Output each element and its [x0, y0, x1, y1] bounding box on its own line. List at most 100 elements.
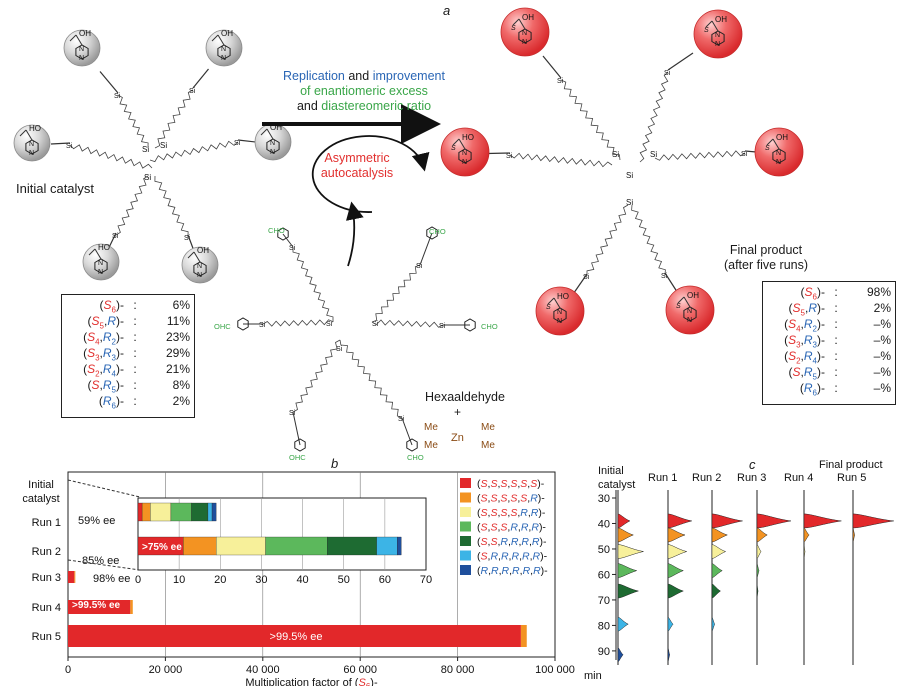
- bond: [237, 139, 256, 143]
- bond: [94, 248, 102, 260]
- arrow-caption: Replication and improvement of enantiome…: [266, 69, 462, 114]
- final-table-row: (S,R5)-:–%: [763, 364, 895, 381]
- alkyl-chain: [631, 204, 666, 276]
- bond: [217, 34, 225, 46]
- inset-tick-label: 70: [420, 574, 432, 586]
- nitrogen-atom: N: [715, 41, 720, 48]
- hplc-peak: [852, 513, 894, 529]
- y-tick-label: 90: [598, 646, 610, 658]
- y-tick-label: 50: [598, 544, 610, 556]
- inset-bar-segment: [211, 502, 217, 522]
- zoom-line: [67, 479, 141, 498]
- silicon-atom: Si: [398, 416, 405, 423]
- final-table-colon: :: [834, 333, 838, 347]
- legend-swatch: [460, 478, 471, 488]
- hplc-peak: [803, 513, 842, 529]
- nitrogen-atom: N: [462, 159, 467, 166]
- legend-swatch: [460, 521, 471, 532]
- inset-bar-segment: [397, 536, 402, 556]
- legend-label: (S,S,S,S,S,S)-: [477, 478, 545, 490]
- inset-bar-segment: [137, 502, 143, 522]
- x-tick-label: 0: [65, 664, 71, 676]
- bond: [69, 34, 77, 42]
- x-tick-label: 80 000: [441, 664, 475, 676]
- nitrogen-atom: N: [221, 55, 226, 62]
- column-header: Run 2: [692, 472, 721, 484]
- caption-and-2: and: [296, 99, 318, 113]
- final-table-row: (S5,R)-:2%: [763, 300, 895, 317]
- hexaaldehyde-label: Hexaaldehyde: [425, 390, 505, 404]
- bar-segment: [130, 600, 133, 614]
- hydroxyl-label: HO: [557, 292, 569, 301]
- bar-annotation: 85% ee: [82, 555, 119, 567]
- column-header: Run 3: [737, 472, 766, 484]
- legend-label: (S,S,S,S,S,R)-: [477, 493, 545, 505]
- nitrogen-atom: N: [522, 30, 527, 37]
- pyrimidine-ring: [75, 44, 89, 60]
- caption-and-1: and: [348, 69, 370, 83]
- legend-swatch: [460, 565, 471, 575]
- final-table-isomer: (R6)-: [799, 381, 825, 398]
- red-ball: [535, 286, 585, 336]
- initial-table-colon: :: [133, 298, 137, 312]
- hplc-peak: [711, 616, 716, 632]
- alkyl-chain: [292, 339, 341, 413]
- hydroxyl-label: OH: [197, 246, 209, 255]
- hplc-peak: [667, 616, 674, 632]
- bar-segment: [68, 571, 75, 583]
- inset-tick-label: 50: [338, 574, 350, 586]
- alkyl-chain: [69, 144, 153, 169]
- silicon-core: Si: [160, 141, 167, 150]
- final-table-row: (R6)-:–%: [763, 380, 895, 398]
- caption-ee: of enantiomeric excess: [300, 84, 428, 98]
- silicon-atom: Si: [259, 322, 266, 329]
- bond: [211, 34, 219, 42]
- caption-improvement: improvement: [372, 69, 445, 83]
- bond: [19, 129, 27, 137]
- stereo-label: S: [676, 303, 681, 310]
- column-header: Run 5: [837, 472, 866, 484]
- bond: [542, 55, 562, 79]
- hplc-peak: [852, 527, 855, 543]
- hplc-peak: [617, 544, 644, 559]
- silicon-core: Si: [336, 346, 343, 353]
- bond: [512, 18, 520, 26]
- initial-table-percent: 2%: [172, 394, 190, 408]
- alkyl-chain: [115, 175, 149, 236]
- bar-segment: [520, 625, 527, 647]
- y-axis-unit: min: [584, 670, 602, 682]
- bond: [193, 251, 201, 263]
- pyrimidine-ring: [193, 261, 207, 277]
- hplc-peak: [617, 616, 629, 632]
- nitrogen-atom: N: [29, 150, 34, 157]
- silicon-core: Si: [372, 321, 379, 328]
- gray-ball: [82, 243, 120, 281]
- nitrogen-atom: N: [79, 55, 84, 62]
- initial-table-row: (S,R5)-:8%: [62, 377, 194, 394]
- column-header: catalyst: [598, 479, 635, 491]
- final-line-1: Final product: [729, 243, 803, 257]
- red-ball: [754, 127, 804, 177]
- hplc-peak: [756, 544, 762, 559]
- bond: [705, 20, 713, 28]
- x-tick-label: 100 000: [535, 664, 575, 676]
- plus-sign: +: [454, 405, 462, 419]
- bond: [683, 296, 691, 308]
- bond: [282, 233, 294, 248]
- legend-label: (S,S,S,S,R,R)-: [477, 507, 546, 519]
- silicon-atom: Si: [114, 93, 121, 100]
- hplc-peak: [711, 563, 723, 578]
- nitrogen-atom: N: [29, 141, 34, 148]
- pyrimidine-ring: [711, 30, 725, 46]
- nitrogen-atom: N: [270, 140, 275, 147]
- bond: [573, 273, 588, 294]
- silicon-atom: Si: [661, 273, 668, 280]
- y-tick-label: 80: [598, 620, 610, 632]
- bond: [518, 18, 526, 30]
- silicon-core: Si: [144, 173, 151, 182]
- hydroxyl-label: OH: [221, 29, 233, 38]
- cycle-line-1: Asymmetric: [324, 151, 390, 165]
- hplc-peak: [667, 544, 688, 559]
- initial-table-row: (S3,R3)-:29%: [62, 345, 194, 362]
